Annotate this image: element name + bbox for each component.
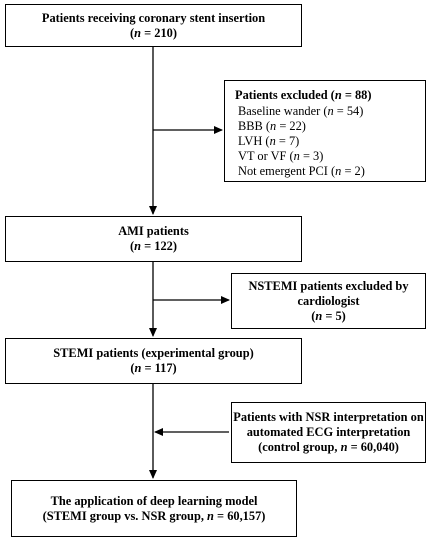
stemi-count: (n = 117) [130,361,177,375]
box-stent-insertion: Patients receiving coronary stent insert… [5,4,302,47]
box-nstemi-excluded: NSTEMI patients excluded by cardiologist… [231,273,426,329]
nstemi-count: (n = 5) [311,308,346,323]
ami-count: (n = 122) [129,239,177,253]
stemi-title: STEMI patients (experimental group) [53,346,254,360]
dl-line2: (STEMI group vs. NSR group, n = 60,157) [42,508,266,523]
box-deep-learning: The application of deep learning model (… [11,480,297,537]
excluded-item: Baseline wander (n = 54) [238,104,364,118]
box-nsr-control: Patients with NSR interpretation on auto… [231,402,426,463]
dl-line1: The application of deep learning model [50,493,258,508]
box-ami-patients: AMI patients (n = 122) [5,216,302,262]
excluded-item: VT or VF (n = 3) [238,149,324,163]
excluded-item: LVH (n = 7) [238,134,300,148]
stent-count: (n = 210) [129,25,177,40]
nstemi-line2: cardiologist [297,293,360,308]
excluded-item: BBB (n = 22) [238,119,306,133]
excluded-item: Not emergent PCI (n = 2) [238,164,365,178]
stent-title: Patients receiving coronary stent insert… [41,10,266,25]
ami-title: AMI patients [118,224,189,238]
nsr-count: (control group, n = 60,040) [258,440,399,454]
box-patients-excluded: Patients excluded (n = 88) Baseline wand… [224,80,426,182]
nsr-line1: Patients with NSR interpretation on [233,410,424,424]
nsr-line2: automated ECG interpretation [246,425,411,439]
nstemi-line1: NSTEMI patients excluded by [248,278,409,293]
box-stemi-patients: STEMI patients (experimental group) (n =… [5,338,302,384]
excluded-title: Patients excluded (n = 88) [235,88,372,102]
